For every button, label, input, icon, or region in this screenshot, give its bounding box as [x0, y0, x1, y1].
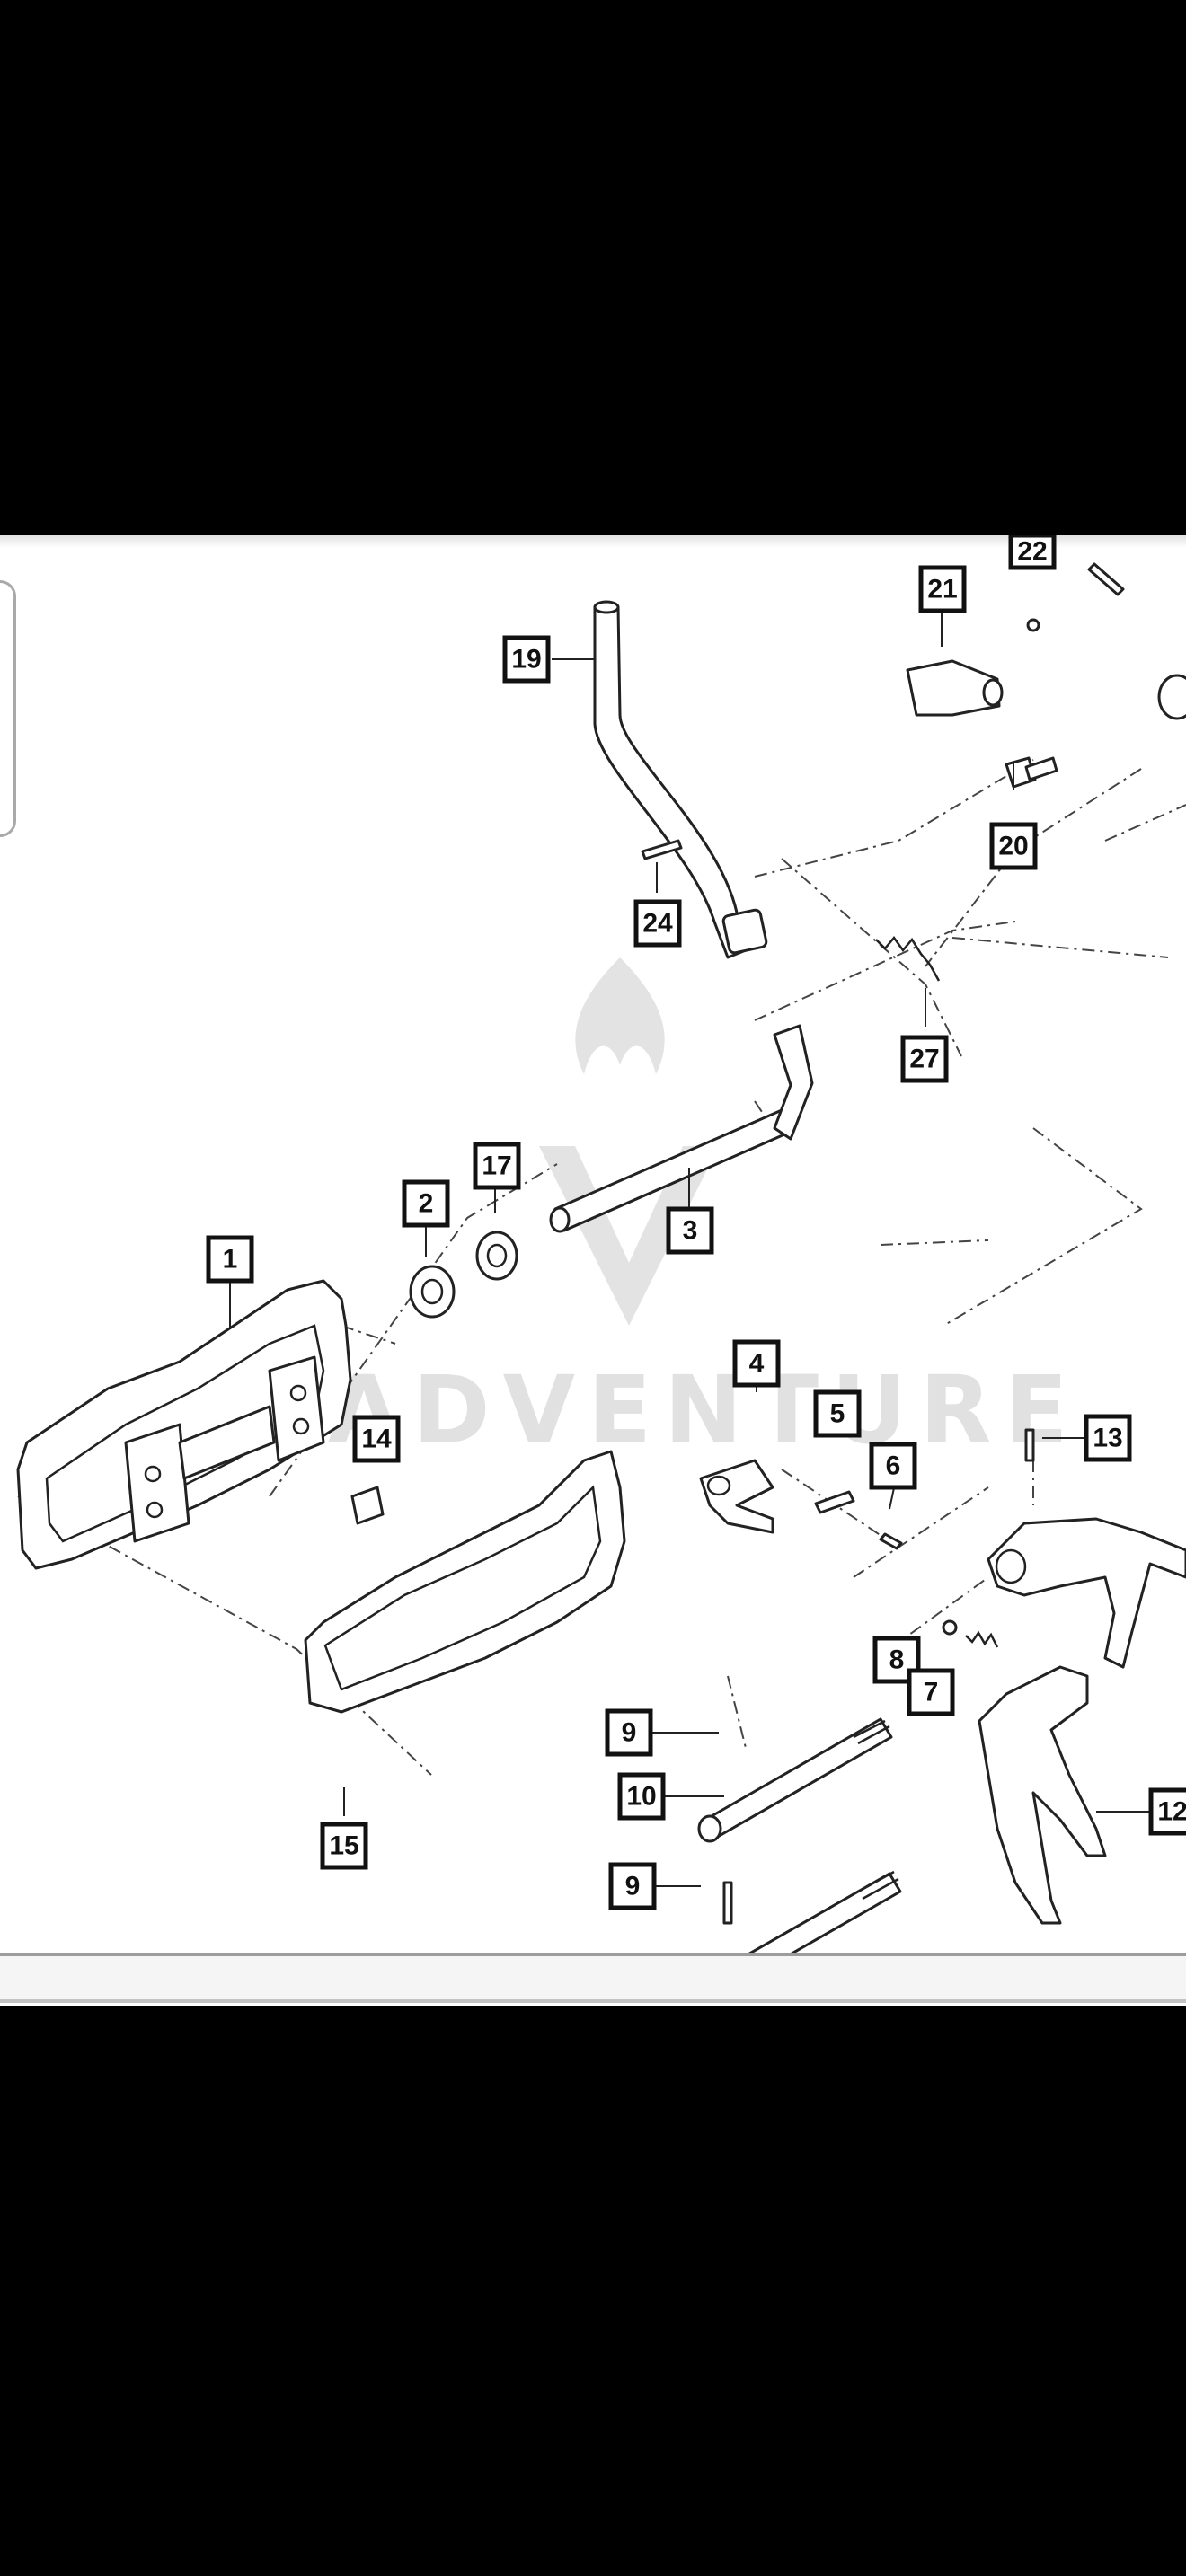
part-top-right-fragments [1026, 562, 1186, 720]
svg-text:19: 19 [511, 645, 541, 675]
svg-text:10: 10 [626, 1782, 656, 1812]
svg-text:8: 8 [890, 1645, 905, 1675]
part-shafts-9 [697, 1717, 902, 1953]
callout-9-lower[interactable]: 9 [608, 1862, 657, 1910]
svg-text:27: 27 [909, 1045, 939, 1074]
part-spring-27 [875, 935, 941, 982]
part-cover-plate-1 [16, 1279, 352, 1570]
callout-9-upper[interactable]: 9 [605, 1708, 653, 1757]
svg-text:9: 9 [625, 1872, 641, 1901]
callout-6[interactable]: 6 [869, 1442, 917, 1490]
svg-text:7: 7 [924, 1678, 939, 1707]
callout-19[interactable]: 19 [502, 635, 551, 684]
part-dowel-14 [350, 1486, 385, 1525]
svg-text:4: 4 [749, 1349, 765, 1379]
part-washers [409, 1231, 518, 1319]
callouts: 19 21 22 20 24 27 17 2 3 1 4 5 6 13 14 8… [206, 535, 1186, 1910]
svg-text:24: 24 [642, 909, 673, 939]
svg-text:14: 14 [361, 1425, 392, 1454]
callout-17[interactable]: 17 [473, 1142, 521, 1190]
viewer-top-edge [0, 535, 1186, 548]
part-ball-spring [942, 1619, 999, 1648]
callout-24[interactable]: 24 [633, 899, 682, 948]
part-pin-10 [722, 1881, 733, 1925]
callout-15[interactable]: 15 [320, 1822, 368, 1870]
callout-2[interactable]: 2 [402, 1179, 450, 1228]
svg-text:15: 15 [329, 1831, 358, 1861]
svg-text:21: 21 [927, 575, 957, 604]
svg-text:17: 17 [482, 1151, 511, 1181]
part-pin-13 [1024, 1428, 1035, 1462]
callout-3[interactable]: 3 [666, 1206, 714, 1255]
svg-text:5: 5 [830, 1399, 845, 1429]
part-pin-24 [641, 839, 683, 860]
callout-14[interactable]: 14 [352, 1415, 401, 1463]
callout-5[interactable]: 5 [813, 1389, 862, 1438]
part-gasket-15 [304, 1450, 626, 1714]
callout-7[interactable]: 7 [907, 1668, 955, 1716]
svg-text:6: 6 [886, 1451, 901, 1481]
part-fork-12 [978, 1665, 1107, 1925]
part-fork-upper [987, 1517, 1186, 1669]
svg-text:1: 1 [223, 1245, 238, 1275]
callout-20[interactable]: 20 [989, 822, 1038, 870]
part-shifter-4 [699, 1459, 774, 1534]
callout-10[interactable]: 10 [617, 1772, 666, 1821]
diagram-viewer[interactable]: VLADVENTURE [0, 535, 1186, 2006]
svg-text:9: 9 [622, 1718, 637, 1748]
callout-21[interactable]: 21 [918, 565, 967, 613]
svg-text:2: 2 [419, 1189, 434, 1219]
exploded-parts-diagram: VLADVENTURE [16, 535, 1186, 1953]
callout-4[interactable]: 4 [732, 1339, 781, 1388]
part-small-5-6 [814, 1490, 903, 1550]
callout-1[interactable]: 1 [206, 1235, 254, 1284]
callout-12[interactable]: 12 [1148, 1787, 1186, 1836]
part-bracket-21 [906, 659, 1004, 717]
svg-text:22: 22 [1017, 537, 1047, 567]
watermark-flame-logo [539, 957, 719, 1326]
svg-text:12: 12 [1157, 1797, 1186, 1827]
svg-text:3: 3 [683, 1216, 698, 1246]
callout-22[interactable]: 22 [1008, 535, 1057, 570]
viewer-bottom-bar[interactable] [0, 1953, 1186, 2003]
part-shift-rod [549, 1024, 814, 1233]
svg-text:20: 20 [998, 832, 1028, 861]
svg-text:13: 13 [1093, 1424, 1122, 1453]
part-shift-lever [593, 600, 768, 959]
callout-13[interactable]: 13 [1084, 1414, 1132, 1462]
callout-27[interactable]: 27 [900, 1035, 949, 1083]
